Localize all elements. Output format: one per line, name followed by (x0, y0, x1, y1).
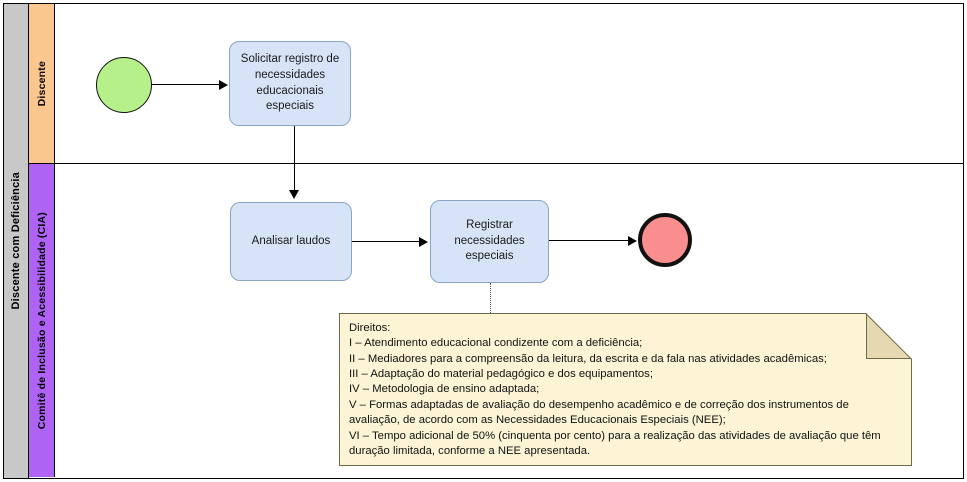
flow-solicitar-to-analisar (294, 126, 296, 191)
flow-registrar-to-end (549, 240, 629, 242)
flow-start-to-solicitar (152, 84, 220, 86)
task-registrar-necessidades[interactable]: Registrar necessidades especiais (430, 200, 549, 283)
task-solicitar-registro[interactable]: Solicitar registro de necessidades educa… (229, 41, 351, 126)
lane-discente: Discente (29, 4, 963, 164)
pool-header: Discente com Deficiência (4, 4, 29, 478)
flow-start-to-solicitar-arrowhead (219, 80, 228, 90)
pool-label: Discente com Deficiência (10, 172, 22, 310)
lane-label-discente: Discente (35, 60, 48, 107)
flow-analisar-to-registrar-arrowhead (419, 237, 428, 247)
note-direitos: Direitos: I – Atendimento educacional co… (339, 313, 912, 466)
end-event-circle[interactable] (638, 213, 692, 267)
lane-label-cia: Comitê de Inclusão e Acessibilidade (CIA… (35, 211, 48, 430)
task-analisar-laudos[interactable]: Analisar laudos (230, 202, 352, 281)
lane-header-discente: Discente (29, 4, 55, 163)
flow-solicitar-to-analisar-arrowhead (289, 190, 299, 199)
flow-registrar-to-end-arrowhead (628, 236, 637, 246)
association-registrar-to-note (490, 283, 491, 313)
lane-header-cia: Comitê de Inclusão e Acessibilidade (CIA… (29, 164, 55, 477)
start-event-circle[interactable] (96, 57, 152, 113)
flow-analisar-to-registrar (352, 241, 420, 243)
lane-body-discente (55, 4, 963, 163)
